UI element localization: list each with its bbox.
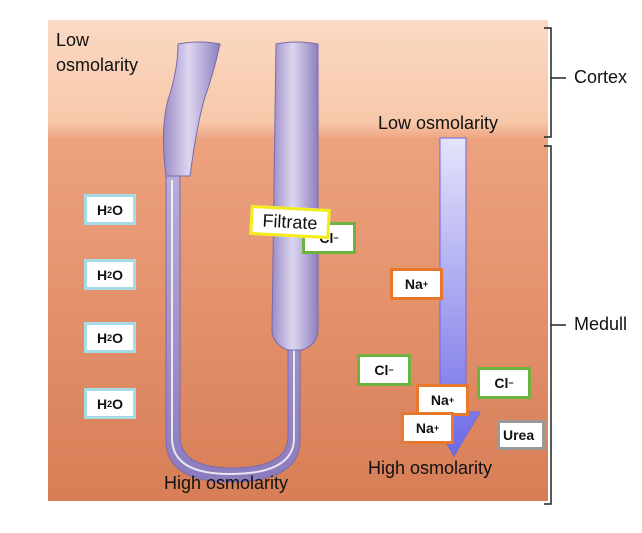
gradient-high-osmolarity-label: High osmolarity bbox=[368, 458, 493, 478]
cortex-low-osmolarity-line1: Low bbox=[56, 30, 90, 50]
cortex-low-osmolarity-line2: osmolarity bbox=[56, 55, 139, 75]
descending-limb bbox=[162, 41, 221, 177]
loop-high-osmolarity-label: High osmolarity bbox=[164, 473, 289, 493]
cortex-bracket bbox=[544, 27, 552, 138]
loop-inner-highlight bbox=[171, 180, 295, 476]
urea-molecule: Urea bbox=[497, 420, 545, 450]
medulla-label: Medull bbox=[574, 314, 628, 334]
sodium-ion: Na+ bbox=[390, 268, 443, 300]
chloride-ion: Cl− bbox=[477, 367, 531, 399]
sodium-ion: Na+ bbox=[401, 412, 454, 444]
loop-of-henle-bottom bbox=[165, 171, 301, 483]
ascending-limb bbox=[271, 41, 319, 351]
chloride-ion: Cl− bbox=[357, 354, 411, 386]
filtrate-label: Filtrate bbox=[249, 204, 331, 240]
cortex-label: Cortex bbox=[574, 67, 628, 87]
gradient-low-osmolarity-label: Low osmolarity bbox=[378, 113, 499, 133]
